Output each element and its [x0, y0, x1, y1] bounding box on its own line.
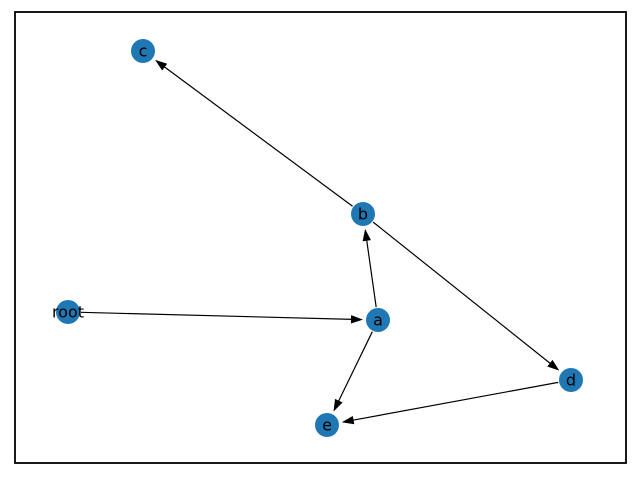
arrowhead-root-a: [350, 315, 364, 324]
edge-root-a: [80, 311, 354, 320]
edge-b-d: [372, 221, 552, 365]
edge-b-c: [162, 65, 353, 207]
node-a: [366, 308, 390, 332]
node-d: [559, 368, 583, 392]
arrowhead-d-e: [341, 415, 355, 425]
arrowhead-b-c: [155, 59, 168, 71]
node-root: [56, 300, 80, 324]
node-label-b: b: [358, 205, 368, 224]
node-label-a: a: [373, 311, 383, 330]
node-label-e: e: [322, 416, 332, 435]
edge-d-e: [351, 381, 559, 422]
arrowhead-a-e: [333, 398, 343, 412]
node-b: [351, 202, 375, 226]
node-c: [131, 39, 155, 63]
arrowhead-b-d: [547, 359, 560, 371]
node-e: [315, 413, 339, 437]
node-label-d: d: [566, 371, 576, 390]
axes-frame: [14, 11, 627, 464]
edge-a-b: [365, 238, 377, 308]
edge-a-e: [337, 331, 373, 403]
node-label-root: root: [52, 303, 84, 322]
node-label-c: c: [139, 42, 148, 61]
arrowhead-a-b: [362, 228, 371, 242]
